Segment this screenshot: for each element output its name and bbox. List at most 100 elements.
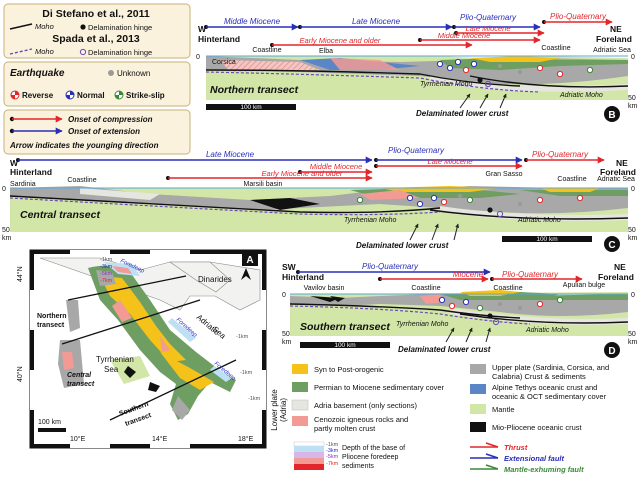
central-c-plio-quaternary: Plio-Quaternary [532, 150, 589, 159]
depth-3km: -3km [326, 448, 339, 454]
southern-vavilov: Vavilov basin [304, 285, 345, 292]
central-timing-arrows: Late Miocene Plio-Quaternary Plio-Quater… [16, 146, 605, 182]
southern-tyrrhenian-moho: Tyrrhenian Moho [396, 321, 449, 328]
central-depth50: 50 [2, 227, 10, 234]
ref2-hinge-icon [79, 48, 87, 56]
southern-hinterland: Hinterland [282, 272, 324, 282]
southern-sw-label: SW [282, 262, 297, 272]
southern-timing-arrows: Plio-Quaternary Miocene Plio-Quaternary [296, 262, 583, 283]
southern-depth50-r: 50 [628, 331, 636, 338]
onset-extension-label: Onset of extension [68, 127, 140, 136]
map-lat40: 40°N [16, 366, 24, 382]
map-central-1: Central [67, 372, 92, 379]
southern-delaminated-arrows [445, 327, 491, 343]
northern-tyrrhenian-moho: Tyrrhenian Moho [420, 81, 473, 88]
southern-adriatic-moho: Adriatic Moho [525, 327, 569, 334]
central-scale-bar [502, 236, 592, 242]
swatch-adria [291, 399, 309, 411]
northern-c-middle-miocene: Middle Miocene [438, 31, 491, 40]
central-adriatic-sea: Adriatic Sea [597, 176, 635, 183]
southern-depth-km-r: km [628, 339, 638, 346]
map-lon18: 18°E [238, 435, 254, 443]
depth-7km: -7km [326, 461, 339, 467]
onset-compression-label: Onset of compression [68, 115, 153, 124]
northern-transect-panel: Middle Miocene Late Miocene Plio-Quatern… [196, 4, 638, 124]
northern-title: Northern transect [210, 84, 299, 96]
northern-delaminated: Delaminated lower crust [416, 109, 509, 118]
southern-coastline-w: Coastline [411, 285, 440, 292]
northern-w-label: W [198, 24, 207, 34]
northern-scale-bar [206, 104, 296, 110]
legend-onset: Onset of compression Onset of extension … [3, 109, 191, 155]
southern-foreland: Foreland [598, 272, 634, 282]
map-km-2: -5km [100, 271, 113, 277]
map-dinarides: Dinarides [198, 275, 232, 284]
northern-foreland: Foreland [596, 34, 632, 44]
map-km-1: -3km [100, 264, 113, 270]
map-lon10: 10°E [70, 435, 86, 443]
depth-swatches [293, 441, 325, 470]
central-t-late-miocene: Late Miocene [206, 150, 255, 159]
swatch-upper-plate [470, 364, 486, 374]
central-w-label: W [10, 158, 19, 168]
swatch-permian [292, 382, 308, 392]
southern-depth0: 0 [282, 292, 286, 299]
central-depth0: 0 [2, 186, 6, 193]
northern-elba: Elba [319, 48, 333, 55]
northern-coastline-e: Coastline [541, 45, 570, 52]
central-adriatic-moho: Adriatic Moho [517, 217, 561, 224]
northern-adriatic-sea: Adriatic Sea [593, 47, 631, 54]
central-depth50-r: 50 [628, 227, 636, 234]
map-panel: A 44°N 40°N 10°E 14°E 18°E Dinarides Adr… [16, 249, 267, 449]
eq-unknown-icon [108, 70, 114, 76]
unit-upper-plate-1: Upper plate (Sardinia, Corsica, and [492, 363, 609, 372]
swatch-mio-pliocene [470, 422, 486, 432]
central-depth0-r: 0 [631, 186, 635, 193]
central-transect-panel: Late Miocene Plio-Quaternary Plio-Quater… [2, 146, 638, 252]
central-hinterland: Hinterland [10, 167, 52, 177]
central-ne-label: NE [616, 158, 628, 168]
swatch-alpine [470, 384, 486, 394]
lower-plate-1: Lower plate [270, 389, 279, 431]
depth-label-2: Pliocene foredeep [342, 454, 399, 461]
southern-c-plio-quaternary: Plio-Quaternary [502, 270, 559, 279]
map-scale-label: 100 km [38, 419, 61, 426]
extensional-fault-icon [470, 453, 499, 459]
southern-c-miocene: Miocene [453, 270, 484, 279]
ref1-hinge-label: Delamination hinge [88, 23, 152, 32]
southern-delaminated: Delaminated lower crust [398, 345, 491, 354]
southern-scale-label: 100 km [334, 342, 355, 349]
legend-references: Di Stefano et al., 2011 Moho Delaminatio… [3, 3, 191, 59]
ref2-hinge-label: Delamination hinge [88, 48, 152, 57]
central-delaminated: Delaminated lower crust [356, 241, 449, 250]
map-letter: A [246, 255, 253, 266]
southern-title: Southern transect [300, 321, 390, 333]
eq-normal-label: Normal [77, 91, 105, 100]
depth-5km: -5km [326, 454, 339, 460]
southern-section: Southern transect Tyrrhenian Moho Adriat… [289, 290, 629, 336]
map-km-0: -1km [100, 257, 113, 263]
depth-1km: -1km [326, 442, 339, 448]
north-arrow-icon [241, 268, 251, 280]
eq-strike-slip-icon [114, 90, 124, 100]
map-northern-1: Northern [37, 313, 67, 320]
lower-plate-2: (Adria) [279, 398, 288, 422]
central-c-late-miocene: Late Miocene [427, 157, 472, 166]
central-sardinia: Sardinia [10, 181, 36, 188]
northern-hinterland: Hinterland [198, 34, 240, 44]
map-northern-2: transect [37, 322, 65, 329]
central-scale-label: 100 km [536, 236, 557, 243]
southern-depth50: 50 [282, 331, 290, 338]
swatch-cenozoic [292, 416, 308, 426]
map-tyrrhenian-2: Sea [104, 365, 119, 374]
southern-scale-bar [300, 342, 390, 348]
southern-transect-panel: Plio-Quaternary Miocene Plio-Quaternary … [282, 262, 638, 358]
southern-depth-km: km [282, 339, 292, 346]
map-lat44: 44°N [16, 266, 24, 282]
central-gran-sasso: Gran Sasso [486, 171, 523, 178]
onset-note: Arrow indicates the younging direction [9, 141, 159, 150]
central-section: Central transect Tyrrhenian Moho Adriati… [9, 186, 629, 232]
central-c-middle-miocene: Middle Miocene [310, 162, 363, 171]
unit-syn: Syn to Post-orogenic [314, 365, 384, 374]
ref1-moho-label: Moho [35, 22, 54, 31]
